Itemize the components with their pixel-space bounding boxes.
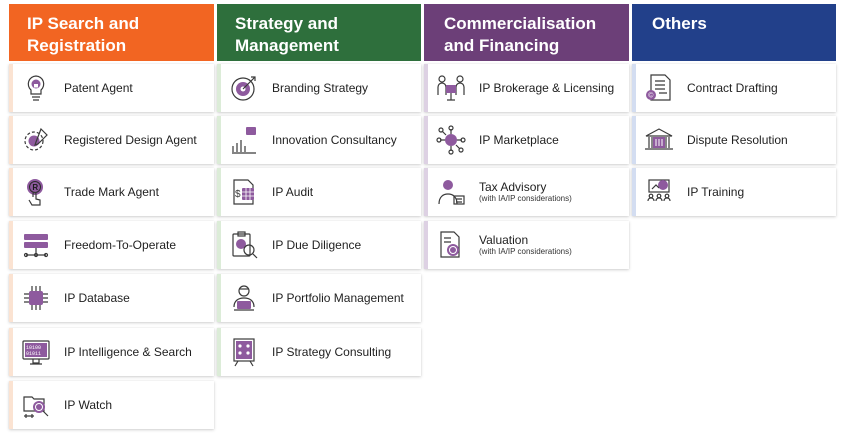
circuit-chip-icon xyxy=(21,283,51,313)
target-arrow-icon xyxy=(229,73,259,103)
card-title: IP Intelligence & Search xyxy=(64,345,192,359)
gear-design-icon xyxy=(21,125,51,155)
card-valuation[interactable]: Valuation (with IA/IP considerations) xyxy=(424,221,629,269)
card-tax-advisory[interactable]: Tax Advisory (with IA/IP considerations) xyxy=(424,168,629,216)
card-ip-strategy-consulting[interactable]: IP Strategy Consulting xyxy=(217,328,421,376)
hub-network-icon xyxy=(436,125,466,155)
card-title: IP Due Diligence xyxy=(272,238,362,252)
card-contract-drafting[interactable]: © Contract Drafting xyxy=(632,64,836,112)
lightbulb-lock-icon xyxy=(21,73,51,103)
column-commercialisation-financing: Commercialisation and Financing IP Broke… xyxy=(424,4,629,269)
card-title: Contract Drafting xyxy=(687,81,778,95)
presentation-board-icon xyxy=(229,337,259,367)
bar-chart-icon xyxy=(229,125,259,155)
column-ip-search-registration: IP Search and Registration Patent Agent … xyxy=(9,4,214,429)
dollar-document-icon: $ xyxy=(229,177,259,207)
card-title: Valuation xyxy=(479,233,529,247)
card-ip-training[interactable]: IP Training xyxy=(632,168,836,216)
clipboard-magnifier-icon xyxy=(229,230,259,260)
card-title: IP Strategy Consulting xyxy=(272,345,392,359)
card-title: IP Database xyxy=(64,291,130,305)
svg-text:$: $ xyxy=(235,189,241,200)
column-header: Others xyxy=(632,4,836,61)
card-title: IP Training xyxy=(687,185,745,199)
card-ip-watch[interactable]: IP Watch xyxy=(9,381,214,429)
trademark-touch-icon: R xyxy=(21,177,51,207)
card-freedom-to-operate[interactable]: Freedom-To-Operate xyxy=(9,221,214,269)
svg-text:©: © xyxy=(648,92,654,100)
card-registered-design-agent[interactable]: Registered Design Agent xyxy=(9,116,214,164)
card-title: IP Audit xyxy=(272,185,314,199)
card-title: IP Marketplace xyxy=(479,133,559,147)
person-laptop-icon xyxy=(229,283,259,313)
card-title: Innovation Consultancy xyxy=(272,133,397,147)
courthouse-icon xyxy=(644,125,674,155)
card-subtitle: (with IA/IP considerations) xyxy=(479,194,572,203)
column-header: Strategy and Management xyxy=(217,4,421,61)
column-header: IP Search and Registration xyxy=(9,4,214,61)
svg-text:01011: 01011 xyxy=(26,351,41,357)
card-patent-agent[interactable]: Patent Agent xyxy=(9,64,214,112)
people-meeting-icon xyxy=(436,73,466,103)
card-ip-database[interactable]: IP Database xyxy=(9,274,214,322)
contract-copyright-icon: © xyxy=(644,73,674,103)
card-title: IP Portfolio Management xyxy=(272,291,404,305)
card-trade-mark-agent[interactable]: R Trade Mark Agent xyxy=(9,168,214,216)
card-title: Freedom-To-Operate xyxy=(64,238,177,252)
folder-magnifier-icon xyxy=(21,390,51,420)
card-ip-portfolio-management[interactable]: IP Portfolio Management xyxy=(217,274,421,322)
card-subtitle: (with IA/IP considerations) xyxy=(479,247,572,256)
card-title: Tax Advisory xyxy=(479,180,547,194)
card-ip-audit[interactable]: $ IP Audit xyxy=(217,168,421,216)
card-title: Registered Design Agent xyxy=(64,133,197,147)
card-title: IP Watch xyxy=(64,398,113,412)
column-strategy-management: Strategy and Management Branding Strateg… xyxy=(217,4,421,376)
document-coin-icon xyxy=(436,230,466,260)
card-title: Trade Mark Agent xyxy=(64,185,159,199)
card-title: Dispute Resolution xyxy=(687,133,788,147)
person-calculator-icon xyxy=(436,177,466,207)
card-ip-due-diligence[interactable]: IP Due Diligence xyxy=(217,221,421,269)
column-others: Others © Contract Drafting Dispute Resol… xyxy=(632,4,836,216)
network-server-icon xyxy=(21,230,51,260)
card-title: Patent Agent xyxy=(64,81,133,95)
classroom-icon xyxy=(644,177,674,207)
card-ip-marketplace[interactable]: IP Marketplace xyxy=(424,116,629,164)
card-title: Branding Strategy xyxy=(272,81,369,95)
column-header: Commercialisation and Financing xyxy=(424,4,629,61)
card-dispute-resolution[interactable]: Dispute Resolution xyxy=(632,116,836,164)
svg-text:10100: 10100 xyxy=(26,345,41,351)
card-innovation-consultancy[interactable]: Innovation Consultancy xyxy=(217,116,421,164)
svg-text:R: R xyxy=(32,183,38,192)
card-title: IP Brokerage & Licensing xyxy=(479,81,615,95)
card-branding-strategy[interactable]: Branding Strategy xyxy=(217,64,421,112)
card-ip-brokerage-licensing[interactable]: IP Brokerage & Licensing xyxy=(424,64,629,112)
